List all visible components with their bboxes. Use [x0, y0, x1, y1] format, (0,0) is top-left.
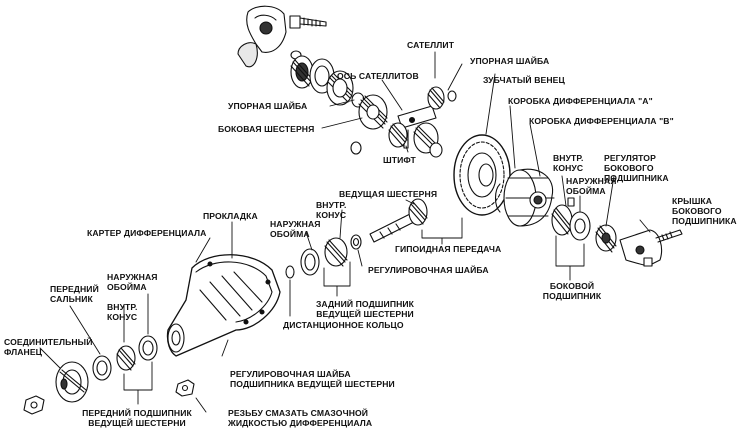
right-side-bearing-part — [551, 197, 591, 241]
label-side-regulator-line1: РЕГУЛЯТОР — [604, 153, 656, 163]
label-satellite-axis: ОСЬ САТЕЛЛИТОВ — [337, 71, 419, 81]
label-inner-cone-mid-line1: ВНУТР. — [316, 200, 347, 210]
drive-pinion-part — [369, 198, 428, 243]
label-shim: РЕГУЛИРОВОЧНАЯ ШАЙБА ПОДШИПНИКА ВЕДУЩЕЙ … — [230, 369, 395, 389]
ring-gear-part — [453, 134, 511, 216]
label-lube-line2: ЖИДКОСТЬЮ ДИФФЕРЕНЦИАЛА — [228, 418, 373, 428]
spacer-ring-part — [285, 265, 295, 279]
label-front-seal: ПЕРЕДНИЙ САЛЬНИК — [50, 284, 99, 304]
callout-lines — [39, 51, 651, 413]
label-flange-line2: ФЛАНЕЦ — [4, 347, 43, 357]
label-outer-race-left-line1: НАРУЖНАЯ — [107, 272, 158, 282]
label-outer-race-right: НАРУЖНАЯ ОБОЙМА — [566, 176, 617, 196]
diff-box-part — [494, 168, 555, 227]
label-lube-line1: РЕЗЬБУ СМАЗАТЬ СМАЗОЧНОЙ — [228, 408, 369, 418]
label-pin: ШТИФТ — [383, 155, 416, 165]
label-gasket: ПРОКЛАДКА — [203, 211, 258, 221]
top-side-gear-part — [358, 94, 388, 130]
label-inner-cone-mid-line2: КОНУС — [316, 210, 347, 220]
label-drive-gear: ВЕДУЩАЯ ШЕСТЕРНЯ — [339, 189, 438, 199]
label-side-bearing-line2: ПОДШИПНИК — [542, 291, 602, 301]
diff-housing-part — [166, 254, 281, 357]
label-thrust-washer-top: УПОРНАЯ ШАЙБА — [470, 56, 550, 66]
label-rear-bearing-line2: ВЕДУЩЕЙ ШЕСТЕРНИ — [316, 309, 414, 319]
label-cover-line1: КРЫШКА — [672, 196, 713, 206]
front-bearing-parts — [92, 335, 158, 381]
label-front-seal-line1: ПЕРЕДНИЙ — [50, 284, 99, 294]
label-satellite: САТЕЛЛИТ — [407, 40, 455, 50]
rear-bearing-parts — [300, 234, 362, 276]
label-front-bearing-line1: ПЕРЕДНИЙ ПОДШИПНИК — [82, 408, 192, 418]
label-diff-housing: КАРТЕР ДИФФЕРЕНЦИАЛА — [87, 228, 207, 238]
label-shim-line1: РЕГУЛИРОВОЧНАЯ ШАЙБА — [230, 369, 351, 379]
label-front-bearing-line2: ВЕДУЩЕЙ ШЕСТЕРНИ — [88, 418, 186, 428]
label-shim-line2: ПОДШИПНИКА ВЕДУЩЕЙ ШЕСТЕРНИ — [230, 379, 395, 389]
side-regulator-part — [595, 224, 617, 253]
satellite-gear-parts — [350, 86, 457, 158]
top-ring-parts — [290, 50, 365, 108]
label-lube-note: РЕЗЬБУ СМАЗАТЬ СМАЗОЧНОЙ ЖИДКОСТЬЮ ДИФФЕ… — [228, 408, 372, 428]
top-bearing-cap-part — [237, 5, 287, 68]
label-thrust-washer-left: УПОРНАЯ ШАЙБА — [228, 101, 308, 111]
label-inner-cone-mid: ВНУТР. КОНУС — [316, 200, 346, 220]
label-adjust-washer: РЕГУЛИРОВОЧНАЯ ШАЙБА — [368, 265, 489, 275]
label-rear-bearing-line1: ЗАДНИЙ ПОДШИПНИК — [315, 299, 415, 309]
label-inner-cone-right: ВНУТР. КОНУС — [553, 153, 583, 173]
label-diff-box-a: КОРОБКА ДИФФЕРЕНЦИАЛА "A" — [508, 96, 653, 106]
label-spacer: ДИСТАНЦИОННОЕ КОЛЬЦО — [283, 320, 404, 330]
label-cover-line3: ПОДШИПНИКА — [672, 216, 737, 226]
label-side-regulator: РЕГУЛЯТОР БОКОВОГО ПОДШИПНИКА — [604, 153, 669, 183]
side-bearing-cover-part — [619, 229, 683, 267]
label-front-seal-line2: САЛЬНИК — [50, 294, 93, 304]
label-outer-race-left: НАРУЖНАЯ ОБОЙМА — [107, 272, 158, 292]
label-side-bearing: БОКОВОЙ ПОДШИПНИК — [540, 281, 604, 301]
label-inner-cone-left-line1: ВНУТР. — [107, 302, 138, 312]
label-cover-line2: БОКОВОГО — [672, 206, 722, 216]
housing-bolt-part — [175, 379, 195, 397]
label-inner-cone-right-line1: ВНУТР. — [553, 153, 584, 163]
label-outer-race-right-line2: ОБОЙМА — [566, 186, 606, 196]
label-flange: СОЕДИНИТЕЛЬНЫЙ ФЛАНЕЦ — [4, 337, 92, 357]
label-side-regulator-line3: ПОДШИПНИКА — [604, 173, 669, 183]
label-outer-race-mid-line2: ОБОЙМА — [270, 229, 310, 239]
label-outer-race-mid-line1: НАРУЖНАЯ — [270, 219, 321, 229]
top-bolt-part — [289, 15, 327, 29]
label-inner-cone-left: ВНУТР. КОНУС — [107, 302, 137, 322]
label-diff-box-b: КОРОБКА ДИФФЕРЕНЦИАЛА "B" — [529, 116, 674, 126]
label-inner-cone-right-line2: КОНУС — [553, 163, 584, 173]
label-outer-race-right-line1: НАРУЖНАЯ — [566, 176, 617, 186]
label-side-gear: БОКОВАЯ ШЕСТЕРНЯ — [218, 124, 315, 134]
label-outer-race-mid: НАРУЖНАЯ ОБОЙМА — [270, 219, 321, 239]
label-outer-race-left-line2: ОБОЙМА — [107, 282, 147, 292]
label-side-regulator-line2: БОКОВОГО — [604, 163, 654, 173]
label-flange-line1: СОЕДИНИТЕЛЬНЫЙ — [4, 337, 93, 347]
label-side-bearing-line1: БОКОВОЙ — [549, 281, 595, 291]
label-hypoid: ГИПОИДНАЯ ПЕРЕДАЧА — [395, 244, 502, 254]
label-inner-cone-left-line2: КОНУС — [107, 312, 138, 322]
label-side-bearing-cover: КРЫШКА БОКОВОГО ПОДШИПНИКА — [672, 196, 737, 226]
label-rear-bearing: ЗАДНИЙ ПОДШИПНИК ВЕДУЩЕЙ ШЕСТЕРНИ — [310, 299, 420, 319]
label-front-bearing: ПЕРЕДНИЙ ПОДШИПНИК ВЕДУЩЕЙ ШЕСТЕРНИ — [82, 408, 192, 428]
connecting-flange-part — [23, 361, 89, 415]
label-ring-gear: ЗУБЧАТЫЙ ВЕНЕЦ — [483, 75, 565, 85]
